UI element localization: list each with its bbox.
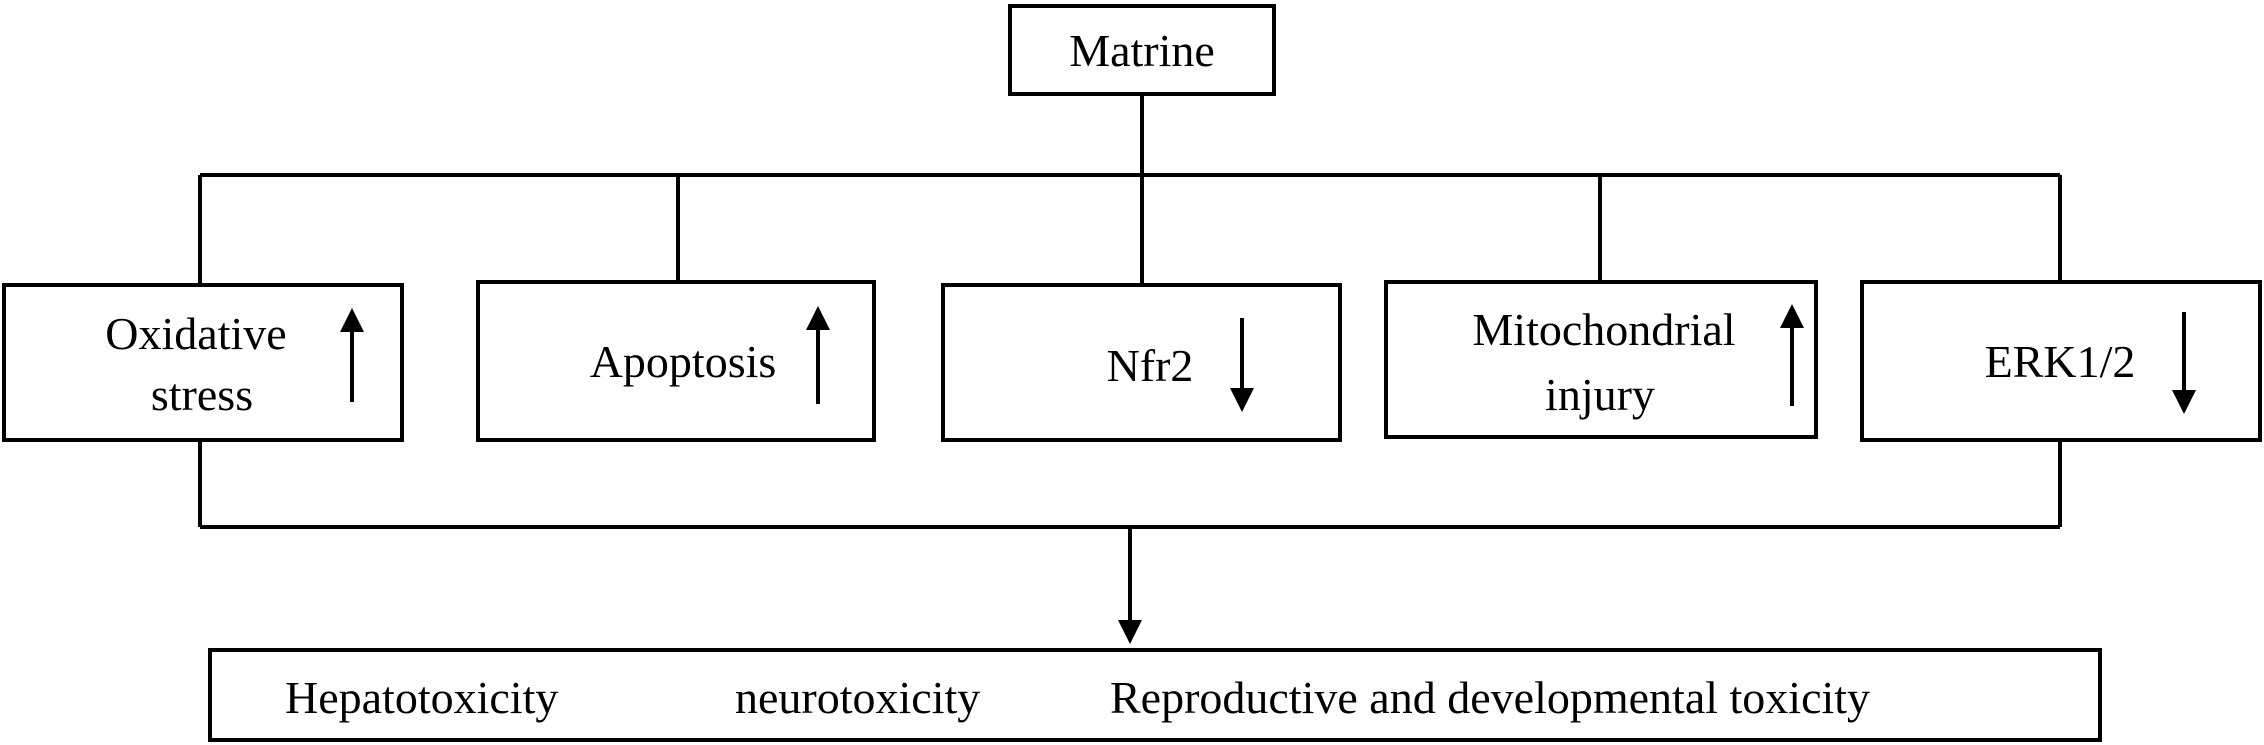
matrine-box (1008, 4, 1276, 96)
mechanism-label-line: Mitochondrial (1472, 304, 1735, 355)
mechanism-label-line: stress (151, 369, 253, 420)
mechanism-label-line: Oxidative (105, 308, 286, 359)
mechanism-oxidative-stress: Oxidative stress (2, 283, 404, 442)
mechanism-erk1-2: ERK1/2 (1860, 280, 2262, 442)
outcome-reproductive-developmental: Reproductive and developmental toxicity (1110, 672, 1870, 723)
outcome-neurotoxicity: neurotoxicity (735, 672, 980, 723)
outcome-hepatotoxicity: Hepatotoxicity (285, 672, 558, 723)
mechanism-apoptosis: Apoptosis (476, 280, 876, 442)
outcome-box (208, 648, 2102, 742)
mechanism-mitochondrial-injury: Mitochondrial injury (1384, 280, 1818, 439)
matrine-label: Matrine (1069, 25, 1215, 76)
mechanism-label-line: Apoptosis (590, 336, 777, 387)
mechanism-label-line: Nfr2 (1107, 340, 1194, 391)
mechanism-label-line: injury (1545, 369, 1655, 420)
mechanism-nfr2: Nfr2 (941, 283, 1342, 442)
mechanism-label-line: ERK1/2 (1985, 336, 2136, 387)
